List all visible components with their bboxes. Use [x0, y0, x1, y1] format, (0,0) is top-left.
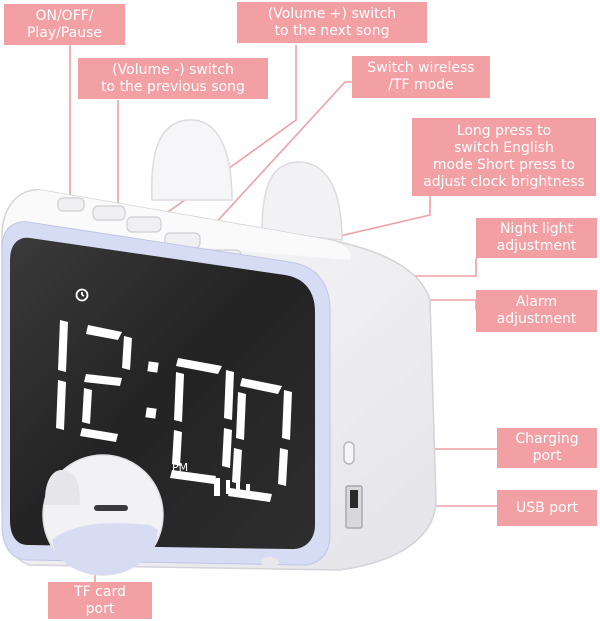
label-volume-down-line-1: (Volume -) switch [112, 61, 234, 78]
clock-foot [261, 557, 279, 567]
tf-card-inset-bezel [52, 523, 158, 575]
label-volume-down-line-2: to the previous song [101, 78, 245, 95]
label-volume-up-line-2: to the next song [274, 22, 390, 39]
label-tf-card-line-2: port [85, 600, 115, 617]
usb-port-slot [350, 490, 358, 508]
label-night-light: Night light adjustment [476, 218, 597, 258]
label-language-line-2: switch English [454, 140, 554, 156]
label-volume-up-line-1: (Volume +) switch [267, 5, 397, 22]
charging-port[interactable] [343, 441, 355, 465]
tf-card-slot[interactable] [94, 505, 128, 511]
label-volume-down: (Volume -) switch to the previous song [78, 58, 268, 99]
volume-up-button[interactable] [126, 216, 162, 233]
volume-down-button[interactable] [92, 205, 126, 221]
right-ear [261, 161, 343, 241]
battery-indicator [214, 478, 250, 496]
power-button[interactable] [57, 197, 85, 212]
label-volume-up: (Volume +) switch to the next song [237, 2, 427, 43]
label-power-line-1: ON/OFF/ [35, 7, 94, 24]
label-power: ON/OFF/ Play/Pause [4, 4, 125, 45]
label-language-line-4: adjust clock brightness [423, 174, 585, 190]
pm-indicator: PM [172, 461, 189, 474]
label-usb: USB port [497, 490, 597, 526]
label-charging: Charging port [497, 428, 597, 468]
label-usb-line-1: USB port [516, 499, 578, 516]
label-tf-card-line-1: TF card [74, 583, 126, 600]
label-language-line-3: mode Short press to [432, 157, 576, 173]
label-alarm-line-1: Alarm [515, 294, 558, 310]
label-alarm: Alarm adjustment [476, 290, 597, 332]
label-language: Long press to switch English mode Short … [412, 118, 596, 196]
led-digits [56, 320, 292, 502]
label-power-line-2: Play/Pause [26, 24, 103, 41]
label-mode-line-2: /TF mode [388, 77, 454, 93]
label-mode-line-1: Switch wireless [367, 60, 475, 76]
alarm-indicator-icon [75, 288, 89, 302]
leader-line-mode [199, 81, 352, 241]
label-charging-line-2: port [532, 448, 562, 464]
label-charging-line-1: Charging [515, 431, 579, 447]
label-alarm-line-2: adjustment [496, 311, 577, 327]
label-language-line-1: Long press to [456, 123, 552, 139]
label-mode: Switch wireless /TF mode [352, 56, 490, 98]
left-ear [151, 119, 233, 201]
label-tf-card: TF card port [48, 582, 152, 619]
label-night-light-line-1: Night light [499, 221, 574, 237]
tf-card-inset-foot [44, 470, 80, 505]
label-night-light-line-2: adjustment [496, 238, 577, 254]
